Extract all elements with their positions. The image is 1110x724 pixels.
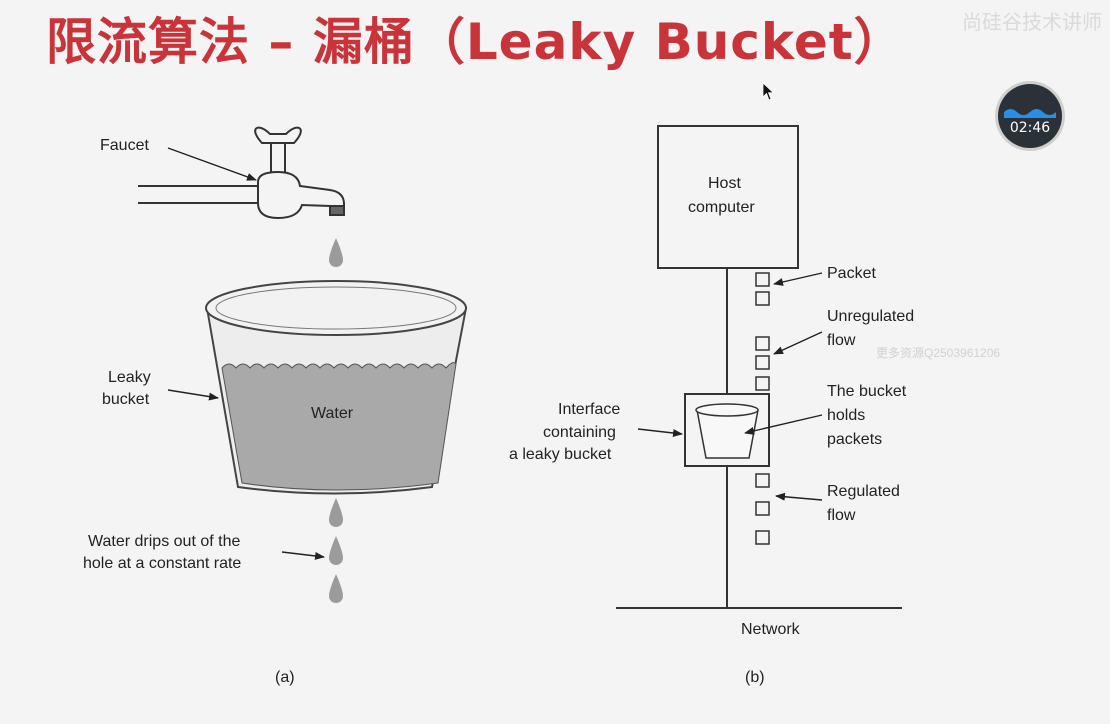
bucket-holds-pointer bbox=[744, 414, 823, 435]
interface-pointer bbox=[637, 428, 683, 437]
wave-icon bbox=[1004, 109, 1056, 118]
faucet-pointer bbox=[167, 147, 257, 181]
leaky-bucket-label-line1: Leaky bbox=[108, 369, 151, 386]
water-drop-icon bbox=[329, 536, 343, 565]
small-bucket-icon bbox=[695, 403, 759, 459]
water-drop-icon bbox=[329, 574, 343, 603]
packet-label: Packet bbox=[827, 265, 876, 282]
bucket-holds-label-line1: The bucket bbox=[827, 383, 907, 400]
leaky-bucket-label-line2: bucket bbox=[102, 391, 150, 408]
regulated-pointer bbox=[775, 492, 823, 501]
host-computer-box bbox=[657, 125, 799, 269]
drips-label-line2: hole at a constant rate bbox=[83, 555, 241, 572]
water-drop-icon bbox=[329, 238, 343, 267]
packet-pointer bbox=[773, 272, 823, 286]
packet-square bbox=[755, 473, 770, 488]
caption-a: (a) bbox=[275, 669, 295, 686]
regulated-label-line2: flow bbox=[827, 507, 856, 524]
watermark-mid: 更多资源Q2503961206 bbox=[876, 346, 1001, 360]
packet-square bbox=[755, 355, 770, 370]
slide-title: 限流算法 – 漏桶（Leaky Bucket） bbox=[46, 13, 905, 71]
mouse-cursor-icon bbox=[762, 82, 775, 101]
bucket-holds-label-line2: holds bbox=[827, 407, 865, 424]
water-label: Water bbox=[311, 405, 354, 422]
diagram-a: Faucet Water Leaky bucket Water drips ou… bbox=[83, 126, 468, 686]
regulated-label-line1: Regulated bbox=[827, 483, 900, 500]
caption-b: (b) bbox=[745, 669, 765, 686]
watermark-top: 尚硅谷技术讲师 bbox=[962, 10, 1102, 34]
water-drop-icon bbox=[329, 498, 343, 527]
faucet-label: Faucet bbox=[100, 137, 149, 154]
network-label: Network bbox=[741, 621, 801, 638]
interface-label-line1: Interface bbox=[558, 401, 620, 418]
packet-square bbox=[755, 291, 770, 306]
host-label-line1: Host bbox=[708, 175, 741, 192]
packet-square bbox=[755, 530, 770, 545]
unregulated-pointer bbox=[773, 331, 823, 355]
timer-time: 02:46 bbox=[1009, 120, 1051, 136]
packet-square bbox=[755, 501, 770, 516]
packet-square bbox=[755, 272, 770, 287]
host-label-line2: computer bbox=[688, 199, 755, 216]
interface-label-line3: a leaky bucket bbox=[509, 446, 612, 463]
packet-square bbox=[755, 376, 770, 391]
recording-timer[interactable]: 02:46 bbox=[998, 84, 1062, 148]
faucet-icon bbox=[138, 126, 345, 220]
bucket-holds-label-line3: packets bbox=[827, 431, 882, 448]
diagram-b: Host computer Packet Unregulated flow bbox=[509, 125, 914, 686]
unregulated-label-line2: flow bbox=[827, 332, 856, 349]
drips-label-line1: Water drips out of the bbox=[88, 533, 240, 550]
interface-label-line2: containing bbox=[543, 424, 616, 441]
leaky-bucket-pointer bbox=[167, 389, 219, 401]
drips-pointer bbox=[281, 551, 325, 560]
packet-square bbox=[755, 336, 770, 351]
unregulated-label-line1: Unregulated bbox=[827, 308, 914, 325]
bucket-icon bbox=[205, 280, 468, 495]
